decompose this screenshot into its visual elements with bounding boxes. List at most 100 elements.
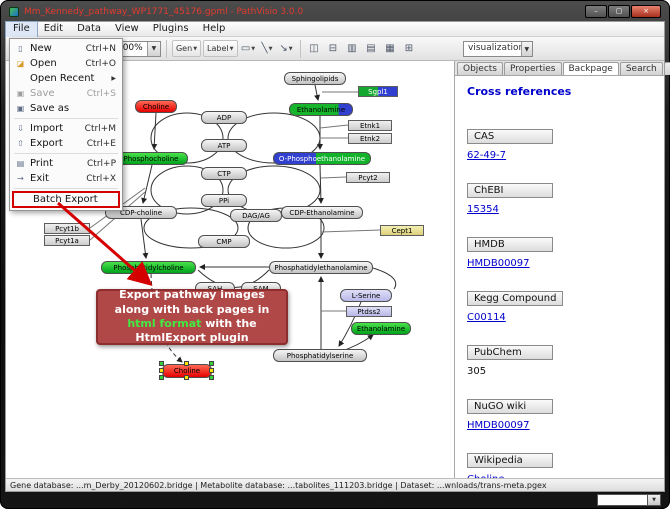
menu-item-exit[interactable]: → Exit Ctrl+X xyxy=(11,171,121,186)
gene-pcyt2[interactable]: Pcyt2 xyxy=(346,172,390,183)
visualization-combobox[interactable]: visualization ▼ xyxy=(463,41,533,57)
tab-objects[interactable]: Objects xyxy=(457,62,504,75)
node-ctp[interactable]: CTP xyxy=(201,167,247,180)
node-dag-ag[interactable]: DAG/AG xyxy=(230,209,282,222)
backpage-section-hmdb: HMDB HMDB00097 xyxy=(467,232,652,269)
section-label: ChEBI xyxy=(467,183,553,198)
zoom-dropdown-arrow-icon[interactable]: ▼ xyxy=(146,41,160,56)
selection-handle[interactable] xyxy=(209,361,214,366)
menu-item-import[interactable]: ⇩ Import Ctrl+M xyxy=(11,121,121,136)
menu-item-new[interactable]: ▯ New Ctrl+N xyxy=(11,41,121,56)
zoom-combobox[interactable]: 100% ▼ xyxy=(111,40,161,57)
save-icon: ▣ xyxy=(16,89,25,98)
selection-handle[interactable] xyxy=(184,375,189,380)
distribute-horizontal-button[interactable]: ▥ xyxy=(344,40,361,57)
node-sphingolipids[interactable]: Sphingolipids xyxy=(284,72,346,85)
window-controls: – ▢ × xyxy=(585,5,661,18)
label-tool-button[interactable]: Label▼ xyxy=(203,40,238,57)
shape-tool-button[interactable]: ▭▼ xyxy=(240,40,257,57)
distribute-vertical-button[interactable]: ▤ xyxy=(363,40,380,57)
node-phosphatidylcholine[interactable]: Phosphatidylcholine xyxy=(101,261,196,274)
menu-item-export[interactable]: ⇧ Export Ctrl+E xyxy=(11,136,121,151)
line-tool-button[interactable]: ╲▼ xyxy=(259,40,276,57)
kegg-link[interactable]: C00114 xyxy=(467,312,506,323)
backpage-section-pubchem: PubChem 305 xyxy=(467,340,652,377)
maximize-button[interactable]: ▢ xyxy=(608,5,630,18)
selection-handle[interactable] xyxy=(209,368,214,373)
gene-tool-label: Gen xyxy=(175,44,193,53)
selection-handle[interactable] xyxy=(209,375,214,380)
common-size-button[interactable]: ▦ xyxy=(382,40,399,57)
bottom-frame-combobox[interactable]: ▼ xyxy=(597,494,661,506)
visualization-dropdown-arrow-icon[interactable]: ▼ xyxy=(520,42,532,56)
chebi-link[interactable]: 15354 xyxy=(467,204,499,215)
bottom-combobox-value[interactable] xyxy=(597,494,648,506)
align-center-horizontal-button[interactable]: ◫ xyxy=(306,40,323,57)
gene-etnk1[interactable]: Etnk1 xyxy=(348,120,392,131)
zoom-value[interactable]: 100% xyxy=(116,42,143,53)
node-phosphatidylserine[interactable]: Phosphatidylserine xyxy=(273,349,367,362)
menu-file[interactable]: File xyxy=(5,20,38,38)
node-phosphocholine[interactable]: Phosphocholine xyxy=(114,152,188,165)
node-phosphatidylethanolamine[interactable]: Phosphatidylethanolamine xyxy=(269,261,373,274)
gene-pcyt1b[interactable]: Pcyt1b xyxy=(44,223,90,234)
hmdb-link[interactable]: HMDB00097 xyxy=(467,258,530,269)
selection-handle[interactable] xyxy=(159,375,164,380)
node-adp[interactable]: ADP xyxy=(201,111,247,124)
menu-plugins[interactable]: Plugins xyxy=(152,22,189,34)
backpage-section-wikipedia: Wikipedia Choline xyxy=(467,448,652,478)
connector-tool-button[interactable]: ↘▼ xyxy=(278,40,295,57)
callout-text-after: with the HtmlExport plugin xyxy=(135,317,257,345)
gene-etnk2[interactable]: Etnk2 xyxy=(348,133,392,144)
tutorial-callout: Export pathway images along with back pa… xyxy=(96,288,288,345)
dropdown-arrow-icon: ▼ xyxy=(251,45,256,52)
menu-item-save-as[interactable]: ▣ Save as xyxy=(11,101,121,116)
node-atp[interactable]: ATP xyxy=(201,139,247,152)
node-ethanolamine-top[interactable]: Ethanolamine xyxy=(289,103,353,116)
common-size-icon: ▦ xyxy=(385,43,395,54)
menu-view[interactable]: View xyxy=(115,22,139,34)
menu-item-label: Print xyxy=(30,158,54,169)
tab-properties[interactable]: Properties xyxy=(504,62,562,75)
close-button[interactable]: × xyxy=(631,5,661,18)
group-button[interactable]: ⊞ xyxy=(401,40,418,57)
tab-search[interactable]: Search xyxy=(619,62,663,75)
gene-product-tool-button[interactable]: Gen▼ xyxy=(171,40,202,57)
menu-item-shortcut: Ctrl+N xyxy=(85,43,116,54)
menu-edit[interactable]: Edit xyxy=(43,22,64,34)
menu-item-open-recent[interactable]: Open Recent ▶ xyxy=(11,71,121,86)
node-l-serine[interactable]: L-Serine xyxy=(340,289,392,302)
menu-data[interactable]: Data xyxy=(77,22,101,34)
minimize-button[interactable]: – xyxy=(585,5,607,18)
backpage-section-cas: CAS 62-49-7 xyxy=(467,124,652,161)
node-ppi[interactable]: PPi xyxy=(201,194,247,207)
node-cdp-ethanolamine[interactable]: CDP-Ethanolamine xyxy=(281,206,363,219)
menu-item-print[interactable]: ▤ Print Ctrl+P xyxy=(11,156,121,171)
gene-ptdss2[interactable]: Ptdss2 xyxy=(346,306,392,317)
node-cmp[interactable]: CMP xyxy=(198,235,250,248)
align-center-vertical-button[interactable]: ⊟ xyxy=(325,40,342,57)
gene-sgpl1[interactable]: Sgpl1 xyxy=(358,86,398,97)
node-ethanolamine-bottom[interactable]: Ethanolamine xyxy=(351,322,411,335)
menu-item-open[interactable]: ◪ Open Ctrl+O xyxy=(11,56,121,71)
visualization-value[interactable]: visualization xyxy=(468,43,525,53)
distribute-vertical-icon: ▤ xyxy=(366,43,376,54)
tab-legend[interactable]: Legend xyxy=(663,62,670,75)
submenu-arrow-icon: ▶ xyxy=(111,75,116,82)
nugo-link[interactable]: HMDB00097 xyxy=(467,420,530,431)
tab-backpage[interactable]: Backpage xyxy=(562,62,619,75)
wikipedia-link[interactable]: Choline xyxy=(467,474,505,478)
selection-handle[interactable] xyxy=(159,368,164,373)
gene-pcyt1a[interactable]: Pcyt1a xyxy=(44,235,90,246)
bottom-combobox-arrow-icon[interactable]: ▼ xyxy=(648,494,661,506)
selection-handle[interactable] xyxy=(184,361,189,366)
menu-item-batch-export[interactable]: Batch Export xyxy=(12,191,120,208)
selection-handle[interactable] xyxy=(159,361,164,366)
open-folder-icon: ◪ xyxy=(16,59,25,68)
menu-help[interactable]: Help xyxy=(202,22,226,34)
node-choline-top[interactable]: Choline xyxy=(135,100,177,113)
gene-cept1[interactable]: Cept1 xyxy=(380,225,424,236)
cas-link[interactable]: 62-49-7 xyxy=(467,150,507,161)
menu-item-save[interactable]: ▣ Save Ctrl+S xyxy=(11,86,121,101)
node-o-phosphoethanolamine[interactable]: O-Phosphoethanolamine xyxy=(273,152,371,165)
